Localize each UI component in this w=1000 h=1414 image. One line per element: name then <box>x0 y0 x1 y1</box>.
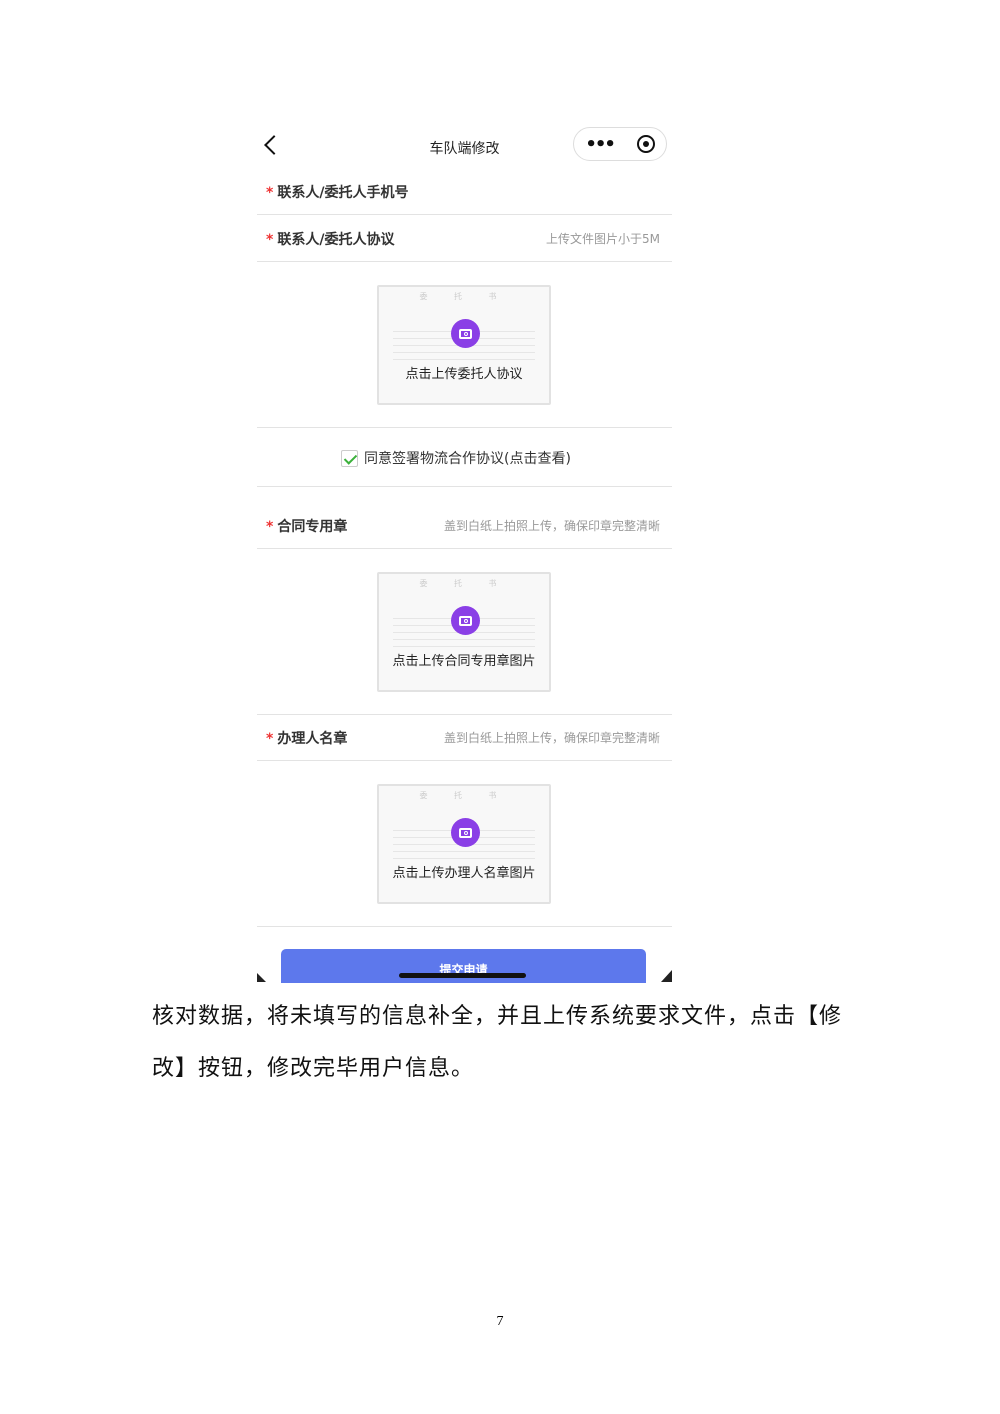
camera-icon <box>451 606 480 635</box>
field-phone[interactable]: *联系人/委托人手机号 <box>257 169 672 215</box>
agreement-checkbox[interactable]: 同意签署物流合作协议(点击查看) <box>341 448 571 468</box>
upload-contract-seal-button[interactable]: 委 托 书 点击上传合同专用章图片 <box>377 572 551 692</box>
field-label: 办理人名章 <box>277 730 348 747</box>
home-indicator <box>399 973 526 978</box>
checkbox-checked-icon[interactable] <box>341 449 358 467</box>
field-handler-seal: *办理人名章 盖到白纸上拍照上传，确保印章完整清晰 <box>257 715 672 761</box>
body-text-line: 核对数据，将未填写的信息补全，并且上传系统要求文件，点击【修 <box>152 1004 843 1029</box>
upload-handler-seal-button[interactable]: 委 托 书 点击上传办理人名章图片 <box>377 784 551 904</box>
phone-screenshot: 车队端修改 ••• *联系人/委托人手机号 *联系人/委托人协议 上传文件图片小… <box>257 120 672 983</box>
close-target-icon[interactable] <box>636 135 655 153</box>
body-text-line: 改】按钮，修改完毕用户信息。 <box>152 1056 475 1081</box>
field-label: 合同专用章 <box>277 518 348 535</box>
field-contract-seal: *合同专用章 盖到白纸上拍照上传，确保印章完整清晰 <box>257 503 672 549</box>
divider <box>257 714 672 715</box>
field-label: 联系人/委托人协议 <box>277 231 395 248</box>
more-icon[interactable]: ••• <box>585 133 615 155</box>
field-label: 联系人/委托人手机号 <box>277 184 409 201</box>
field-hint: 盖到白纸上拍照上传，确保印章完整清晰 <box>443 731 660 745</box>
corner-mark <box>257 973 266 982</box>
page-title: 车队端修改 <box>429 141 500 157</box>
upload-agreement-button[interactable]: 委 托 书 点击上传委托人协议 <box>377 285 551 405</box>
field-agreement: *联系人/委托人协议 上传文件图片小于5M <box>257 216 672 262</box>
field-hint: 上传文件图片小于5M <box>546 232 660 246</box>
divider <box>257 427 672 428</box>
camera-icon <box>451 319 480 348</box>
corner-mark <box>661 970 672 982</box>
agreement-link[interactable]: 同意签署物流合作协议(点击查看) <box>364 451 571 467</box>
mini-program-capsule: ••• <box>573 127 667 161</box>
divider <box>257 926 672 927</box>
field-hint: 盖到白纸上拍照上传，确保印章完整清晰 <box>443 519 660 533</box>
divider <box>257 486 672 487</box>
page-number: 7 <box>496 1314 504 1329</box>
camera-icon <box>451 818 480 847</box>
